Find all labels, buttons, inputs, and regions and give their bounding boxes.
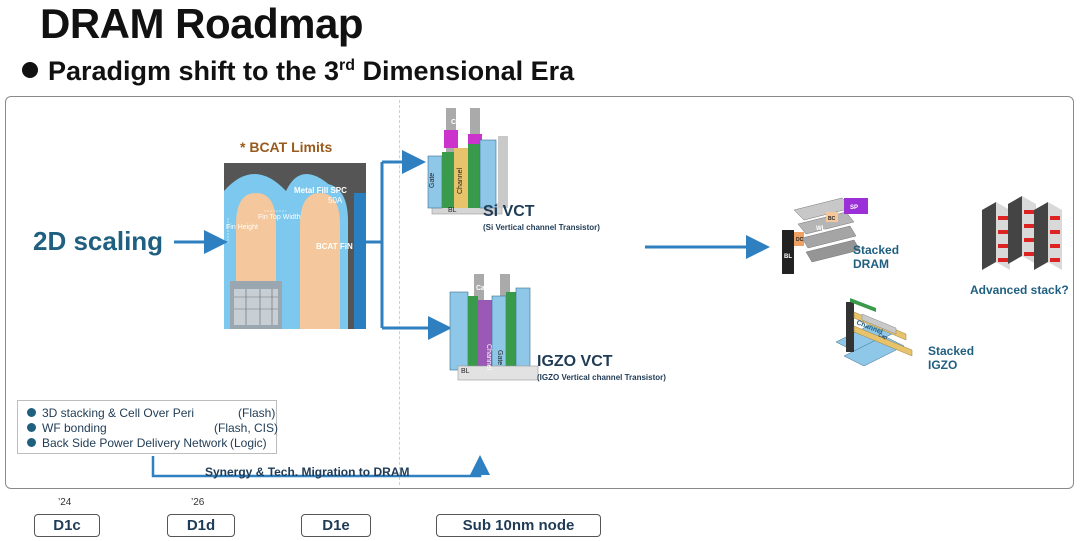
igzo-vct-cap-label: Cap (476, 285, 489, 292)
bcat-illustration: Metal Fill SPC 50A Fin Top Width Fin Hei… (224, 163, 366, 329)
bcat-metal-fill-label: Metal Fill SPC (294, 186, 347, 195)
stacked-igzo-cap-label: Cap (877, 332, 888, 341)
tech-row-1-tag: (Flash) (238, 406, 276, 420)
year-label-2: ’26 (191, 497, 205, 508)
tech-row-3-text: Back Side Power Delivery Network (42, 436, 228, 450)
synergy-label: Synergy & Tech. Migration to DRAM (205, 465, 410, 479)
roadmap-frame (5, 96, 1074, 489)
bullet-icon (22, 62, 38, 78)
igzo-vct-title: IGZO VCT (537, 353, 613, 370)
si-vct-illustration: Cap Gate Channel BL (427, 108, 508, 215)
igzo-vct-bl-label: BL (461, 368, 470, 375)
si-vct-channel-label: Channel (457, 167, 464, 194)
subtitle-sup: rd (339, 57, 356, 74)
si-vct-bl-label: BL (448, 207, 457, 214)
stacked-dram-label-line2: DRAM (853, 257, 889, 271)
bcat-fin-height-label: Fin Height (226, 224, 258, 231)
tech-row-1-text: 3D stacking & Cell Over Peri (42, 406, 195, 420)
tech-row-2: WF bonding (27, 421, 107, 435)
advanced-stack-label: Advanced stack? (970, 283, 1069, 297)
node-d1c: D1c (34, 514, 100, 537)
node-d1e: D1e (301, 514, 371, 537)
page-subtitle: Paradigm shift to the 3rd Dimensional Er… (22, 56, 574, 87)
bcat-title: * BCAT Limits (240, 139, 333, 155)
stacked-igzo-label-line1: Stacked (928, 344, 975, 358)
stacked-dram-label-line1: Stacked (853, 243, 900, 257)
advanced-stack-block-2 (1008, 196, 1036, 264)
bcat-50a-label: 50A (328, 196, 343, 205)
si-vct-title: Si VCT (483, 203, 535, 220)
tech-row-2-text: WF bonding (42, 421, 107, 435)
bcat-fin-label: BCAT FiN (316, 242, 353, 251)
stacked-igzo-label-line2: IGZO (928, 358, 958, 372)
section-divider (399, 100, 400, 485)
stacked-igzo-illustration: Channel Cap (835, 298, 913, 367)
tech-row-3-tag: (Logic) (230, 436, 267, 450)
stacked-dram-sp-label: SP (850, 205, 858, 211)
node-d1d: D1d (167, 514, 235, 537)
bullet-icon (27, 423, 36, 432)
si-vct-gate-label: Gate (429, 173, 436, 188)
igzo-vct-channel-label: Channel (485, 344, 492, 371)
tech-row-1: 3D stacking & Cell Over Peri (27, 406, 194, 420)
bcat-fin-right (300, 193, 340, 329)
si-vct-subtitle: (Si Vertical channel Transistor) (483, 223, 600, 232)
synergy-bracket-arrow (151, 455, 490, 478)
stacked-dram-bc-label: BC (828, 216, 836, 222)
advanced-stack-illustration (982, 196, 1062, 270)
igzo-vct-gate-label: Gate (496, 350, 503, 365)
bcat-fin-top-width-label: Fin Top Width (258, 214, 301, 221)
stacked-dram-wl-label: WL (816, 226, 826, 232)
stacked-igzo-label: Stacked IGZO (928, 344, 974, 372)
scaling-label: 2D scaling (33, 226, 164, 256)
advanced-stack-block-1 (982, 202, 1010, 270)
stacked-dram-label: Stacked DRAM (853, 243, 899, 271)
tech-migration-box: 3D stacking & Cell Over Peri (Flash) WF … (17, 400, 279, 454)
year-label-1: ’24 (58, 497, 72, 508)
bullet-icon (27, 408, 36, 417)
stacked-dram-bl-label: BL (784, 254, 792, 260)
si-vct-cap-label: Cap (451, 119, 464, 126)
igzo-vct-subtitle: (IGZO Vertical channel Transistor) (537, 373, 666, 382)
subtitle-text: Paradigm shift to the 3 (48, 56, 340, 86)
igzo-vct-illustration: Cap Channel Gate BL (449, 274, 539, 381)
page-title: DRAM Roadmap (40, 0, 364, 47)
advanced-stack-block-3 (1034, 202, 1062, 270)
stacked-dram-dc-label: DC (796, 237, 804, 243)
node-sub10nm: Sub 10nm node (436, 514, 601, 537)
subtitle-rest: Dimensional Era (355, 56, 575, 86)
tech-row-3: Back Side Power Delivery Network (27, 436, 227, 450)
bullet-icon (27, 438, 36, 447)
tech-row-2-tag: (Flash, CIS) (214, 421, 279, 435)
stacked-dram-illustration: SP BC WL DC BL (782, 197, 868, 274)
